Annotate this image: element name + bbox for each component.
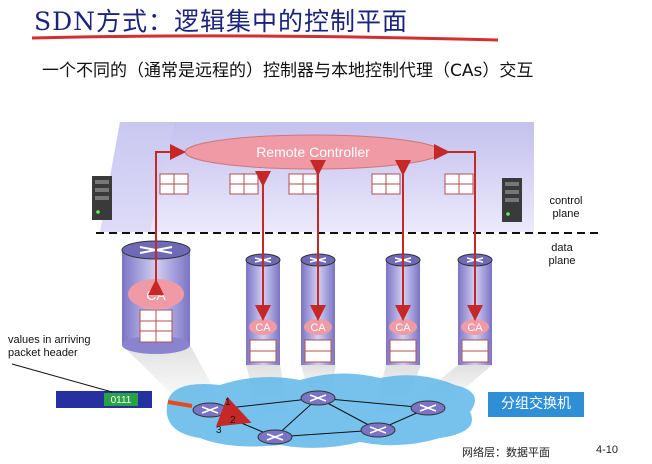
- router-large: [121, 240, 191, 354]
- page-number: 4-10: [596, 444, 619, 456]
- title-underline: [31, 34, 499, 42]
- packet-value: 0111: [111, 395, 132, 406]
- port-label-1: 1: [225, 397, 231, 408]
- ca-label-3: CA: [395, 322, 411, 334]
- slide-title: SDN方式：逻辑集中的控制平面: [34, 7, 409, 36]
- port-label-2: 2: [230, 415, 236, 426]
- arriving-packet: [11, 363, 252, 427]
- server-icon-left: [92, 176, 112, 220]
- ca-label-large: CA: [146, 287, 166, 303]
- control-plane-label: control plane: [549, 195, 583, 220]
- ca-label-4: CA: [467, 322, 483, 334]
- footer-section: 网络层：数据平面: [462, 447, 550, 459]
- control-arrows: [148, 144, 483, 321]
- server-icon-right: [502, 178, 522, 222]
- slide-subtitle: 一个不同的（通常是远程的）控制器与本地控制代理（CAs）交互: [42, 61, 534, 81]
- remote-controller-label: Remote Controller: [256, 144, 370, 160]
- ca-label-2: CA: [310, 322, 326, 334]
- router-small-2: [300, 253, 336, 365]
- packet-header-label: values in arriving packet header: [8, 334, 91, 359]
- port-label-3: 3: [216, 425, 222, 436]
- network-cloud: [166, 373, 475, 448]
- ca-label-1: CA: [255, 322, 271, 334]
- packet-switch-label: 分组交换机: [488, 392, 584, 417]
- data-plane-label: data plane: [548, 242, 576, 267]
